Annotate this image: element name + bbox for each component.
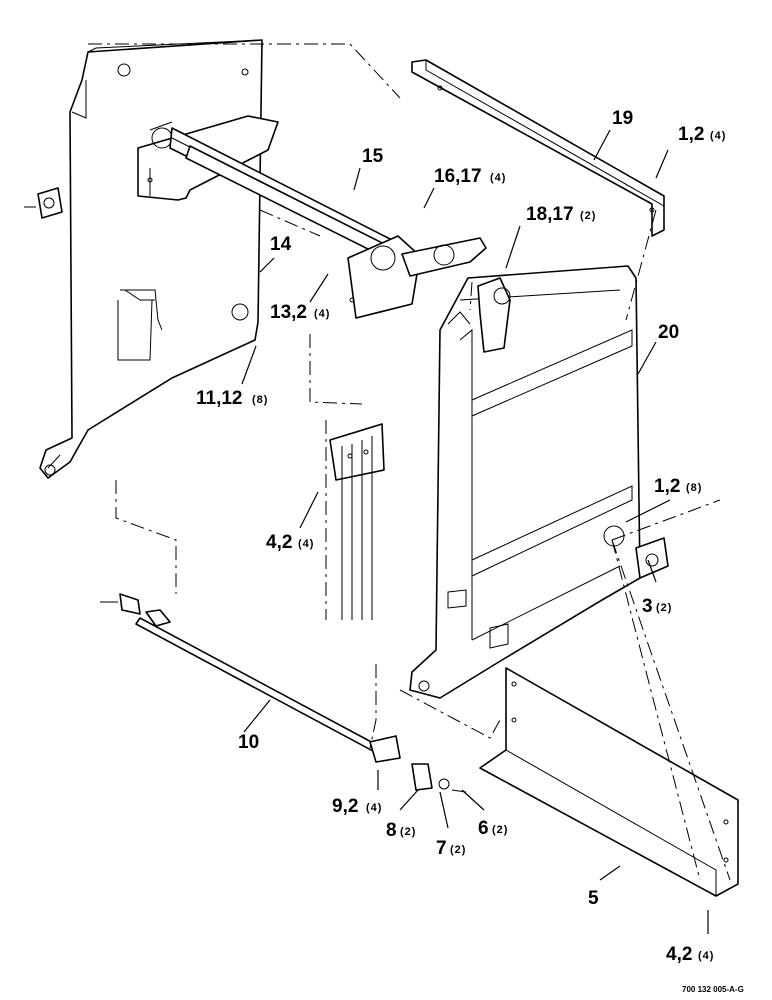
left-edge-bracket bbox=[24, 187, 63, 219]
callout-20: 20 bbox=[658, 322, 679, 343]
callout-15: 15 bbox=[362, 146, 384, 167]
callout-4-2-bot-qty: (4) bbox=[698, 950, 714, 962]
callout-9-2: 9,2 bbox=[332, 796, 358, 817]
callout-8-qty: (2) bbox=[400, 826, 416, 838]
callout-7: 7 bbox=[436, 838, 447, 859]
callout-6: 6 bbox=[478, 818, 489, 839]
callout-1-2-top: 1,2 bbox=[678, 124, 704, 145]
callout-4-2-mid: 4,2 bbox=[266, 532, 292, 553]
callout-4-2-bot: 4,2 bbox=[666, 944, 692, 965]
callout-9-2-qty: (4) bbox=[366, 802, 382, 814]
right-door-panel bbox=[409, 265, 641, 699]
callout-16-17: 16,17 bbox=[434, 166, 482, 187]
shaft-assembly bbox=[100, 593, 467, 793]
callout-14: 14 bbox=[270, 234, 292, 255]
callout-18-17: 18,17 bbox=[526, 204, 574, 225]
callout-labels: 19 1,2 (4) 15 16,17 (4) 18,17 (2) 14 13,… bbox=[196, 108, 744, 994]
callout-16-17-qty: (4) bbox=[490, 172, 506, 184]
dash-centerlines bbox=[88, 43, 731, 881]
callout-8: 8 bbox=[386, 820, 397, 841]
top-angle-bar bbox=[411, 59, 665, 237]
callout-10: 10 bbox=[238, 732, 259, 753]
callout-11-12-qty: (8) bbox=[252, 394, 268, 406]
drawing-code: 700 132 005-A-G bbox=[682, 985, 744, 994]
callout-1-2-mid: 1,2 bbox=[654, 476, 680, 497]
callout-6-qty: (2) bbox=[492, 824, 508, 836]
callout-1-2-mid-qty: (8) bbox=[686, 482, 702, 494]
callout-7-qty: (2) bbox=[450, 844, 466, 856]
callout-4-2-mid-qty: (4) bbox=[298, 538, 314, 550]
bottom-angle-bar bbox=[479, 667, 739, 897]
callout-5: 5 bbox=[588, 888, 599, 909]
callout-leaders bbox=[241, 129, 709, 934]
callout-18-17-qty: (2) bbox=[580, 210, 596, 222]
callout-3: 3 bbox=[642, 596, 653, 617]
callout-19: 19 bbox=[612, 108, 633, 129]
center-brackets bbox=[329, 423, 385, 620]
right-bracket bbox=[635, 537, 669, 579]
callout-13-2-qty: (4) bbox=[314, 308, 330, 320]
cross-tube-assembly bbox=[137, 115, 487, 319]
callout-3-qty: (2) bbox=[656, 602, 672, 614]
left-side-panel bbox=[39, 39, 263, 479]
callout-11-12: 11,12 bbox=[196, 388, 243, 409]
callout-13-2: 13,2 bbox=[270, 302, 307, 323]
callout-1-2-top-qty: (4) bbox=[710, 130, 726, 142]
